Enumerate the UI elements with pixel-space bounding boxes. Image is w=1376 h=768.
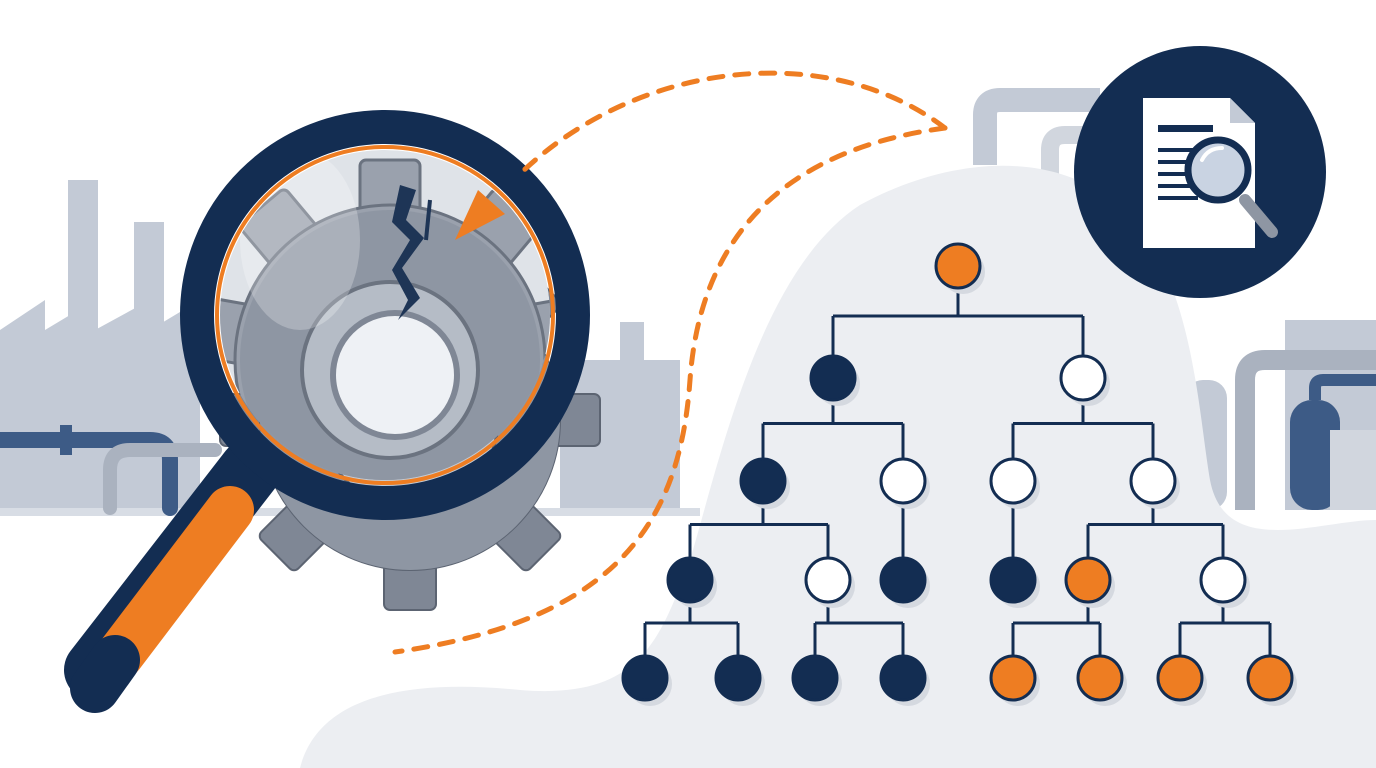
tree-node-l1a: [809, 354, 857, 402]
tree-node-l2b: [879, 457, 927, 505]
tree-node-l4f: [1076, 654, 1124, 702]
tree-node-l2d: [1129, 457, 1177, 505]
dashed-arrow-icon: [392, 70, 948, 655]
crack-icon: [392, 185, 424, 320]
document-search-icon: [1074, 46, 1326, 298]
tree-node-l4h: [1246, 654, 1294, 702]
tree-node-root: [934, 242, 982, 290]
arrow-head-icon: [455, 190, 505, 240]
tree-node-l4d: [879, 654, 927, 702]
fault-tree-edges: [643, 288, 1272, 656]
tree-node-l2a: [739, 457, 787, 505]
tree-node-l4e: [989, 654, 1037, 702]
tree-node-l3e: [1064, 556, 1112, 604]
tree-node-l1b: [1059, 354, 1107, 402]
tree-node-l4c: [791, 654, 839, 702]
background-blob: [300, 165, 1376, 768]
tree-diagram-icon: [621, 242, 1297, 706]
tree-node-l4b: [714, 654, 762, 702]
tree-node-l3c: [879, 556, 927, 604]
tree-node-l4g: [1156, 654, 1204, 702]
tree-node-l2c: [989, 457, 1037, 505]
tree-node-l3f: [1199, 556, 1247, 604]
pipe-icon: [0, 425, 222, 516]
tree-node-l3d: [989, 556, 1037, 604]
tree-node-l4a: [621, 654, 669, 702]
factory-skyline-right: [973, 88, 1376, 510]
magnifier-icon: [64, 110, 590, 713]
tree-node-l3b: [804, 556, 852, 604]
tree-node-l3a: [666, 556, 714, 604]
